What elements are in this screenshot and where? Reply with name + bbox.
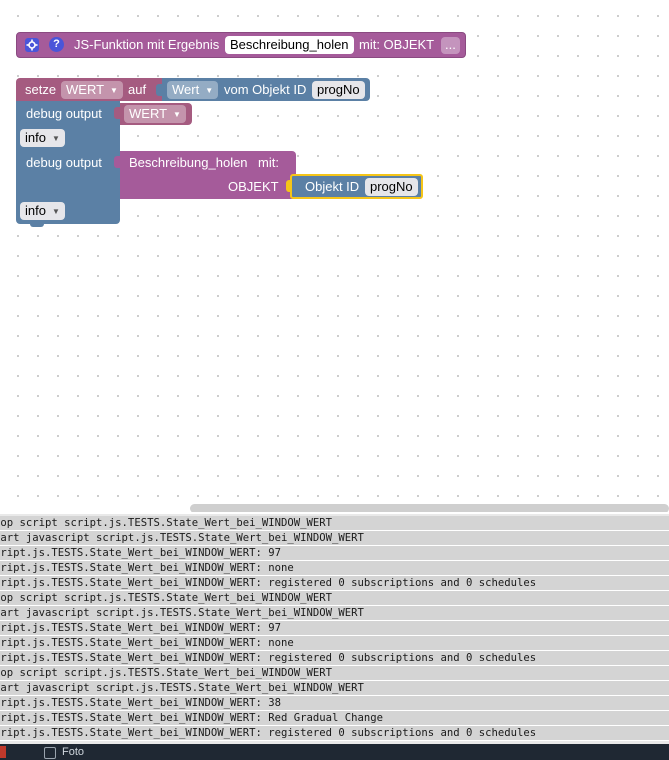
dropdown-arrow-icon: ▼: [110, 86, 118, 95]
taskbar-label[interactable]: Foto: [62, 746, 85, 758]
to-label: auf: [128, 82, 147, 97]
log-line: tart javascript script.js.TESTS.State_We…: [0, 681, 669, 696]
puzzle-connector: [114, 156, 120, 168]
puzzle-connector: [114, 107, 120, 119]
object-id-variable[interactable]: progNo: [365, 178, 418, 196]
debug-label: debug output: [26, 155, 102, 170]
puzzle-connector: [286, 180, 292, 192]
debug-output-block-1[interactable]: debug output info ▼: [16, 101, 120, 150]
get-state-block[interactable]: Wert ▼ vom Objekt ID progNo: [162, 78, 370, 101]
call-function-name: Beschreibung_holen: [129, 155, 248, 170]
log-line: cript.js.TESTS.State_Wert_bei_WINDOW_WER…: [0, 546, 669, 561]
param-name-label: OBJEKT: [228, 179, 279, 194]
help-icon[interactable]: ?: [49, 37, 64, 52]
object-id-block[interactable]: Objekt ID progNo: [290, 174, 423, 199]
object-id-label: Objekt ID: [305, 179, 360, 194]
variable-get-block[interactable]: WERT ▼: [120, 103, 192, 125]
log-line: cript.js.TESTS.State_Wert_bei_WINDOW_WER…: [0, 696, 669, 711]
function-title: JS-Funktion mit Ergebnis: [74, 37, 220, 52]
taskbar: Foto: [0, 744, 669, 760]
log-line: top script script.js.TESTS.State_Wert_be…: [0, 591, 669, 606]
gear-icon[interactable]: [25, 38, 39, 52]
log-level: info: [25, 203, 46, 218]
function-name-field[interactable]: Beschreibung_holen: [225, 36, 354, 54]
puzzle-connector: [156, 84, 162, 96]
taskbar-app-icon[interactable]: [0, 746, 6, 758]
variable-name: WERT: [129, 106, 168, 121]
function-call-block[interactable]: Beschreibung_holen mit: OBJEKT: [120, 151, 296, 199]
log-line: cript.js.TESTS.State_Wert_bei_WINDOW_WER…: [0, 621, 669, 636]
log-line: top script script.js.TESTS.State_Wert_be…: [0, 666, 669, 681]
horizontal-scrollbar[interactable]: [190, 504, 669, 512]
log-console: top script script.js.TESTS.State_Wert_be…: [0, 514, 669, 744]
log-level-dropdown[interactable]: info ▼: [20, 129, 65, 147]
log-line: top script script.js.TESTS.State_Wert_be…: [0, 516, 669, 531]
log-line: cript.js.TESTS.State_Wert_bei_WINDOW_WER…: [0, 576, 669, 591]
dropdown-arrow-icon: ▼: [51, 134, 60, 143]
photo-icon[interactable]: [44, 747, 56, 759]
variable-dropdown[interactable]: WERT ▼: [124, 105, 186, 123]
set-variable-block[interactable]: setze WERT ▼ auf: [16, 78, 168, 101]
dropdown-arrow-icon: ▼: [205, 86, 214, 95]
debug-label: debug output: [26, 106, 102, 121]
variable-dropdown[interactable]: WERT ▼: [61, 81, 123, 99]
log-line: cript.js.TESTS.State_Wert_bei_WINDOW_WER…: [0, 711, 669, 726]
variable-name: WERT: [66, 82, 105, 97]
log-line: cript.js.TESTS.State_Wert_bei_WINDOW_WER…: [0, 726, 669, 741]
log-level: info: [25, 130, 46, 145]
debug-output-block-2[interactable]: debug output info ▼: [16, 150, 120, 224]
log-line: cript.js.TESTS.State_Wert_bei_WINDOW_WER…: [0, 636, 669, 651]
from-object-label: vom Objekt ID: [224, 82, 307, 97]
object-id-variable[interactable]: progNo: [312, 81, 365, 99]
log-line: tart javascript script.js.TESTS.State_We…: [0, 531, 669, 546]
log-line: tart javascript script.js.TESTS.State_We…: [0, 606, 669, 621]
more-button[interactable]: ...: [441, 37, 460, 54]
function-param-label: mit: OBJEKT: [359, 37, 435, 52]
log-level-dropdown[interactable]: info ▼: [20, 202, 65, 220]
call-with-label: mit:: [258, 155, 279, 170]
dropdown-arrow-icon: ▼: [173, 110, 181, 119]
dropdown-arrow-icon: ▼: [51, 207, 60, 216]
function-definition-block[interactable]: ? JS-Funktion mit Ergebnis Beschreibung_…: [16, 32, 466, 58]
set-label: setze: [25, 82, 57, 97]
log-line: cript.js.TESTS.State_Wert_bei_WINDOW_WER…: [0, 651, 669, 666]
log-line: cript.js.TESTS.State_Wert_bei_WINDOW_WER…: [0, 561, 669, 576]
stack-notch: [30, 222, 44, 227]
state-value-name: Wert: [172, 82, 200, 97]
blockly-workspace[interactable]: ? JS-Funktion mit Ergebnis Beschreibung_…: [0, 0, 669, 512]
state-value-dropdown[interactable]: Wert ▼: [167, 81, 219, 99]
